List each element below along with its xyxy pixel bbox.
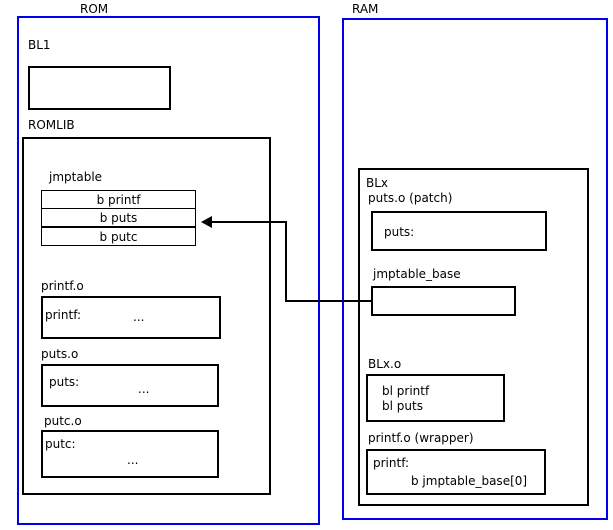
jmptable-entry-0: b printf bbox=[41, 190, 196, 209]
printf-wrapper-box: printf: b jmptable_base[0] bbox=[366, 449, 546, 495]
puts-patch-label: puts.o (patch) bbox=[368, 191, 453, 205]
bl1-box bbox=[28, 66, 171, 110]
jmptable-base-box bbox=[371, 286, 516, 316]
printf-wrapper-symbol: printf: bbox=[373, 456, 410, 470]
blx-o-line-2: bl puts bbox=[382, 399, 423, 413]
rom-region-title: ROM bbox=[80, 2, 109, 16]
romlib-putc-symbol: putc: bbox=[45, 437, 76, 451]
bl1-label: BL1 bbox=[28, 38, 51, 52]
romlib-putc-o-box: putc: ... bbox=[41, 430, 219, 478]
connector-segment-horizontal-lower bbox=[285, 300, 373, 302]
romlib-puts-body: ... bbox=[138, 382, 150, 396]
connector-arrowhead-icon bbox=[201, 216, 212, 228]
puts-patch-symbol: puts: bbox=[384, 225, 415, 239]
romlib-puts-o-label: puts.o bbox=[41, 347, 79, 361]
ram-region bbox=[342, 18, 608, 520]
jmptable-label: jmptable bbox=[49, 170, 103, 184]
romlib-printf-o-label: printf.o bbox=[41, 279, 84, 293]
blx-label: BLx bbox=[366, 176, 389, 190]
romlib-printf-o-box: printf: ... bbox=[41, 296, 221, 339]
romlib-puts-symbol: puts: bbox=[49, 375, 80, 389]
printf-wrapper-label: printf.o (wrapper) bbox=[368, 431, 474, 445]
ram-region-title: RAM bbox=[352, 2, 379, 16]
blx-o-label: BLx.o bbox=[368, 357, 402, 371]
puts-patch-box: puts: bbox=[371, 211, 547, 251]
jmptable-entry-1-text: b puts bbox=[99, 211, 138, 225]
blx-o-line-1: bl printf bbox=[382, 384, 430, 398]
romlib-puts-o-box: puts: ... bbox=[41, 364, 219, 407]
connector-segment-vertical bbox=[285, 221, 287, 301]
romlib-printf-symbol: printf: bbox=[45, 308, 82, 322]
romlib-printf-body: ... bbox=[133, 310, 145, 324]
connector-segment-horizontal-upper bbox=[212, 221, 286, 223]
romlib-putc-body: ... bbox=[127, 453, 139, 467]
printf-wrapper-instruction: b jmptable_base[0] bbox=[411, 474, 528, 488]
jmptable-entry-1: b puts bbox=[41, 208, 196, 227]
jmptable-base-label: jmptable_base bbox=[373, 267, 461, 281]
romlib-label: ROMLIB bbox=[28, 118, 75, 132]
blx-o-box: bl printf bl puts bbox=[366, 374, 505, 422]
romlib-putc-o-label: putc.o bbox=[44, 414, 82, 428]
rom-region bbox=[17, 16, 320, 525]
jmptable-entry-2: b putc bbox=[41, 227, 196, 246]
jmptable-entry-2-text: b putc bbox=[99, 230, 138, 244]
jmptable-entry-0-text: b printf bbox=[96, 193, 141, 207]
